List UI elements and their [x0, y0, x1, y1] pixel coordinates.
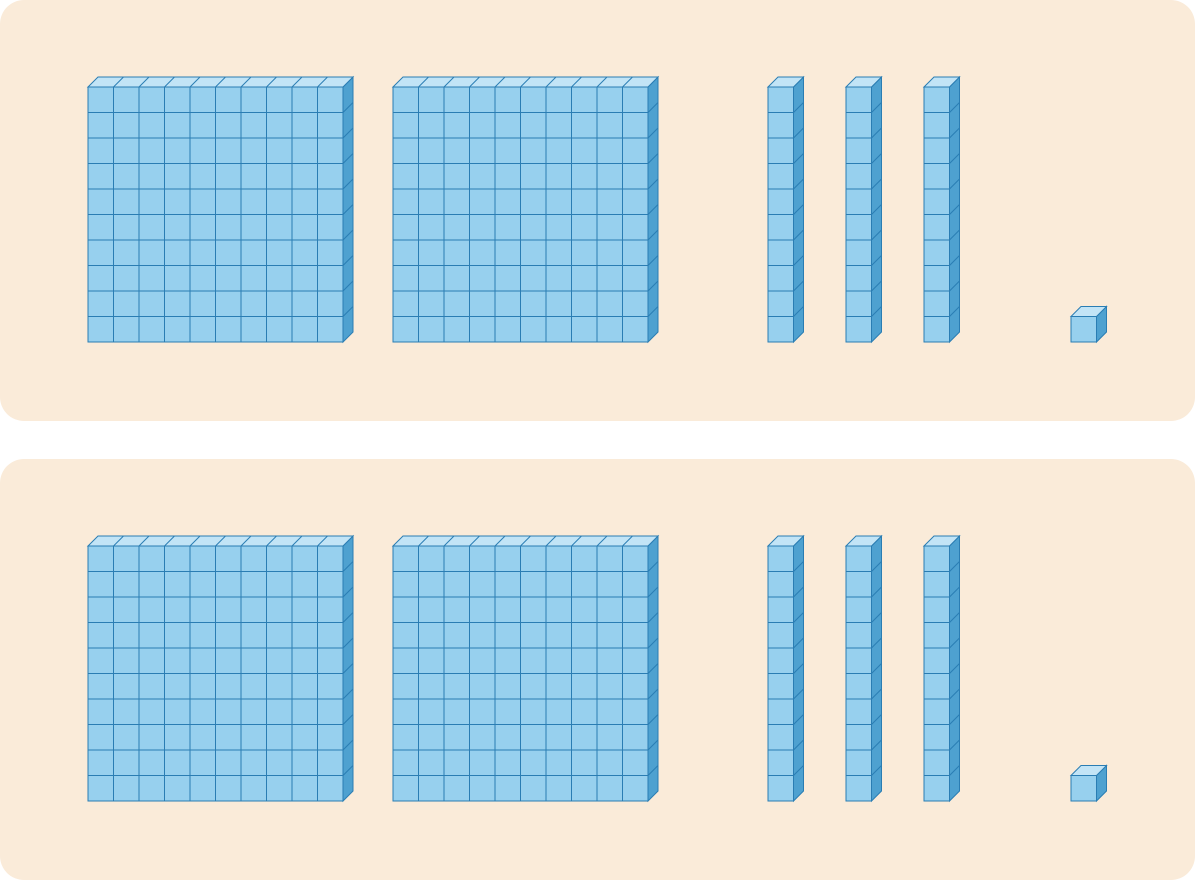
- panel-top: [0, 0, 1195, 421]
- ten-rod-block: [844, 534, 883, 803]
- unit-cube-block: [1069, 305, 1108, 344]
- unit-cube-block: [1069, 764, 1108, 803]
- ten-rod-block: [844, 75, 883, 344]
- hundred-flat-block: [391, 534, 660, 803]
- ten-rod-block: [766, 534, 805, 803]
- ten-rod-block: [766, 75, 805, 344]
- ten-rod-block: [922, 75, 961, 344]
- base-ten-blocks-top: [86, 75, 1108, 344]
- hundred-flat-block: [391, 75, 660, 344]
- ten-rod-block: [922, 534, 961, 803]
- base-ten-blocks-bottom: [86, 534, 1108, 803]
- hundred-flat-block: [86, 534, 355, 803]
- panel-bottom: [0, 459, 1195, 880]
- hundred-flat-block: [86, 75, 355, 344]
